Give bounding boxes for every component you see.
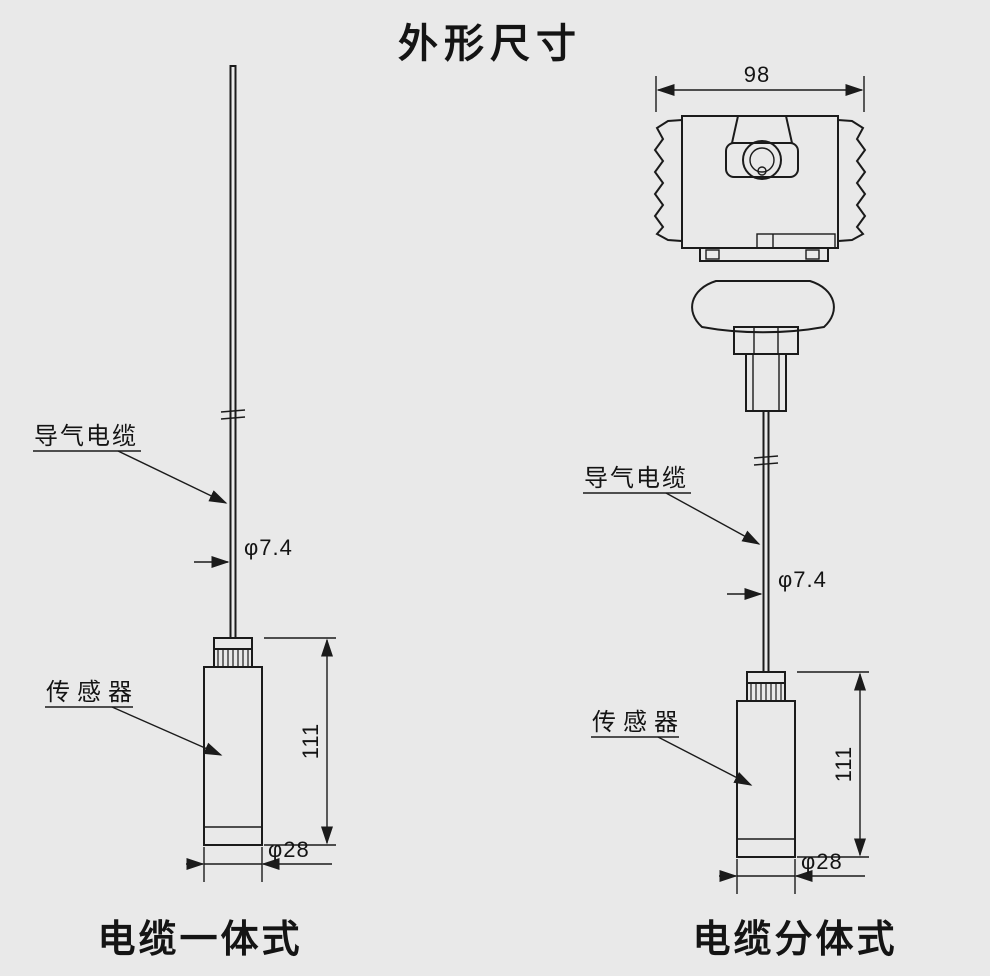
bracket-tab [705, 249, 720, 260]
left-figure: φ7.4 111 φ28 导气电缆 传感器 [33, 65, 336, 961]
dim-text-sensor-length: 111 [831, 746, 856, 782]
sensor-shell [736, 700, 796, 858]
display-plug-detail [757, 166, 767, 176]
dim-text-sensor-diameter: φ28 [268, 837, 310, 862]
sensor-knurl-hatch [750, 683, 782, 701]
dim-sensor-diameter-right: φ28 [719, 849, 865, 894]
cable-break-mark [753, 455, 779, 466]
dim-text-sensor-length: 111 [298, 723, 323, 759]
dim-sensor-diameter-left: φ28 [186, 837, 332, 882]
sensor-knurl-hatch [217, 649, 249, 667]
dim-sensor-length-right: 111 [797, 671, 869, 858]
dim-sensor-length-left: 111 [264, 637, 336, 846]
display-plug-inner-circle [749, 147, 775, 173]
right-figure: 98 [583, 62, 897, 961]
dim-cable-diameter-right: φ7.4 [727, 567, 827, 601]
label-cable-right: 导气电缆 [583, 465, 761, 545]
cable-break-mark [220, 409, 246, 420]
label-cable-text: 导气电缆 [584, 465, 688, 492]
sensor-cap [213, 637, 253, 650]
leader-line [665, 492, 761, 545]
bracket-bar [699, 247, 829, 262]
label-sensor-text: 传感器 [592, 709, 685, 736]
label-sensor-right: 传感器 [591, 709, 753, 786]
bracket-tab [805, 249, 820, 260]
sensor-shell [203, 666, 263, 846]
dim-text-cable-diameter: φ7.4 [244, 535, 293, 560]
leader-line [111, 706, 223, 756]
housing-right-cap [837, 118, 867, 243]
display-plug-neck [730, 115, 794, 144]
neck-dome [691, 280, 835, 334]
sensor-cap [746, 671, 786, 684]
label-sensor-text: 传感器 [46, 679, 139, 706]
display-plug-outer-circle [742, 140, 782, 180]
left-figure-caption: 电缆一体式 [97, 919, 302, 961]
cable-outline [762, 410, 770, 673]
transmitter-housing [653, 115, 867, 412]
dim-cable-diameter-left: φ7.4 [194, 535, 293, 569]
dim-text-head-width: 98 [744, 62, 770, 87]
sensor-body-right [736, 671, 796, 858]
drawing-title: 外形尺寸 [398, 22, 582, 66]
mounting-bracket [699, 233, 836, 262]
dim-text-sensor-diameter: φ28 [801, 849, 843, 874]
housing-body [681, 115, 839, 249]
dim-text-cable-diameter: φ7.4 [778, 567, 827, 592]
conduit-elbow [756, 233, 836, 249]
sensor-body-left [203, 637, 263, 846]
label-sensor-left: 传感器 [45, 679, 223, 756]
leader-line [657, 736, 753, 786]
display-plug-bezel [725, 142, 799, 178]
housing-left-cap [653, 118, 683, 243]
right-figure-caption: 电缆分体式 [692, 919, 897, 961]
threaded-stem [745, 353, 787, 412]
cable-outline [229, 65, 237, 639]
label-cable-text: 导气电缆 [34, 423, 138, 450]
label-cable-left: 导气电缆 [33, 423, 228, 504]
leader-line [117, 450, 228, 504]
dim-head-width: 98 [655, 62, 865, 112]
